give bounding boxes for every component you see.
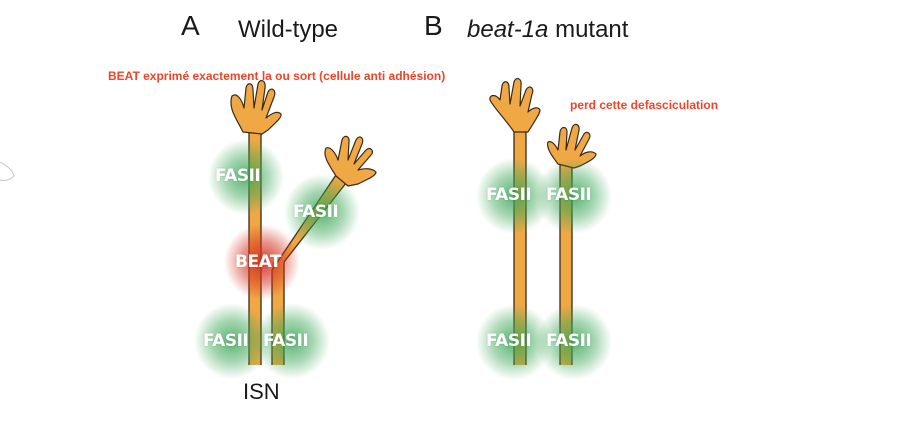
panel-b-annotation: perd cette defasciculation: [570, 98, 718, 112]
isn-label: ISN: [243, 379, 280, 405]
panel-a-annotation: BEAT exprimé exactement la ou sort (cell…: [108, 69, 445, 83]
panel-a-title: Wild-type: [238, 16, 338, 44]
edge-decoration: [0, 162, 14, 181]
label-fasii-top: FASII: [215, 166, 260, 186]
panel-b-letter: B: [424, 10, 443, 42]
panel-a-letter: A: [181, 10, 200, 42]
panel-b-title-italic: beat-1a: [467, 16, 548, 43]
label-b-fasii-bottom-right: FASII: [546, 331, 591, 351]
label-beat: BEAT: [235, 252, 281, 272]
label-fasii-bottom-right: FASII: [263, 331, 308, 351]
label-b-fasii-bottom-left: FASII: [486, 331, 531, 351]
label-b-fasii-mid-left: FASII: [486, 185, 531, 205]
panel-b-title: beat-1a mutant: [467, 16, 628, 44]
panel-b-title-rest: mutant: [548, 16, 628, 43]
label-fasii-branch: FASII: [293, 202, 338, 222]
label-fasii-bottom-left: FASII: [203, 331, 248, 351]
label-b-fasii-mid-right: FASII: [546, 185, 591, 205]
